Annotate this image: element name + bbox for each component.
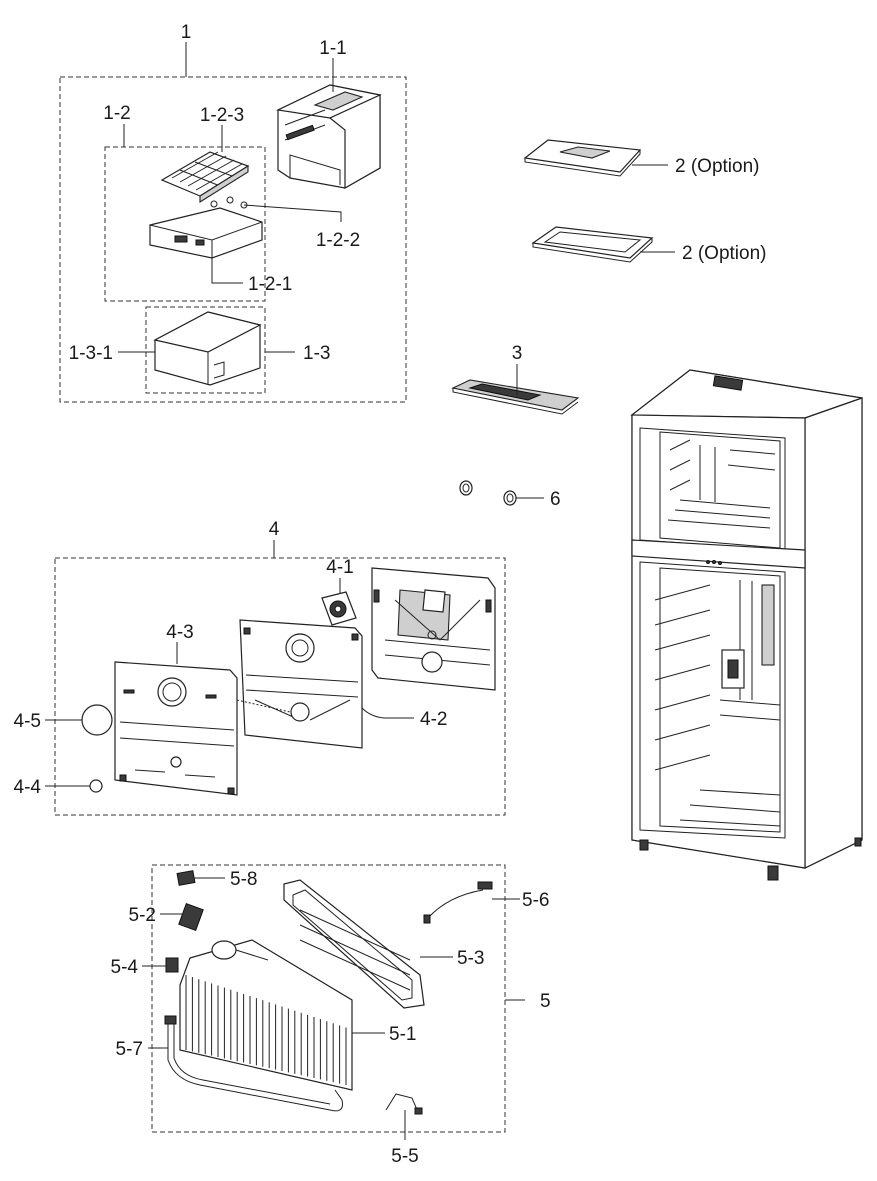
part-4-2-evaporator-cover (239, 619, 388, 749)
part-2-cover-b (531, 226, 654, 263)
group-5-box (151, 864, 506, 1133)
part-5-7-defrost-heater (164, 1015, 343, 1112)
part-1-3-1-ice-bin (153, 311, 262, 386)
label-3: 3 (512, 343, 523, 364)
part-5-6-wire-sensor (423, 881, 493, 924)
part-4-3-front-panel (114, 661, 238, 796)
label-1-3: 1-3 (303, 343, 330, 364)
group-4-box (54, 557, 506, 816)
label-5-8: 5-8 (230, 869, 257, 890)
label-5-5: 5-5 (391, 1146, 418, 1167)
refrigerator-cabinet (630, 369, 863, 881)
label-1-2-1: 1-2-1 (248, 274, 292, 295)
label-5: 5 (540, 991, 551, 1012)
label-1: 1 (181, 22, 192, 43)
label-5-1: 5-1 (389, 1024, 416, 1045)
label-5-2: 5-2 (129, 905, 156, 926)
label-4-5: 4-5 (14, 711, 41, 732)
part-1-1-housing (275, 84, 382, 190)
label-6: 6 (550, 489, 561, 510)
part-4-4-plug (89, 779, 103, 793)
label-5-4: 5-4 (111, 957, 139, 978)
label-4-3: 4-3 (166, 622, 193, 643)
label-4: 4 (269, 519, 280, 540)
part-1-2-1-bracket (149, 207, 263, 259)
part-5-4-clip (165, 957, 179, 973)
group-1-3-box (145, 306, 266, 394)
label-1-2: 1-2 (103, 103, 130, 124)
part-3-duct-cover (451, 379, 580, 415)
part-1-2-3-ice-tray (160, 151, 250, 203)
group-1-2-box (104, 146, 266, 302)
part-5-1-evaporator (179, 939, 353, 1091)
part-1-2-2-clips (210, 196, 248, 209)
label-4-2: 4-2 (420, 709, 447, 730)
label-5-3: 5-3 (457, 948, 484, 969)
label-2-option-a: 2 (Option) (675, 156, 759, 177)
label-4-1: 4-1 (326, 557, 353, 578)
label-4-4: 4-4 (14, 777, 42, 798)
part-5-3-cover-plate (283, 879, 425, 1009)
part-4-1-fan (321, 591, 357, 626)
label-5-7: 5-7 (116, 1039, 143, 1060)
label-2-option-b: 2 (Option) (682, 243, 766, 264)
label-1-2-3: 1-2-3 (200, 105, 244, 126)
part-5-5-clamp (385, 1093, 423, 1115)
part-2-cover-a (523, 139, 642, 177)
group-1-box (59, 76, 407, 403)
label-1-3-1: 1-3-1 (69, 343, 113, 364)
part-5-2-fuse (178, 902, 204, 932)
label-1-1: 1-1 (319, 38, 346, 59)
label-1-2-2: 1-2-2 (316, 230, 360, 251)
label-5-6: 5-6 (522, 890, 549, 911)
part-4-5-round-cover (81, 704, 113, 736)
part-6-caps (459, 480, 517, 506)
part-4-rear-frame (371, 567, 496, 691)
